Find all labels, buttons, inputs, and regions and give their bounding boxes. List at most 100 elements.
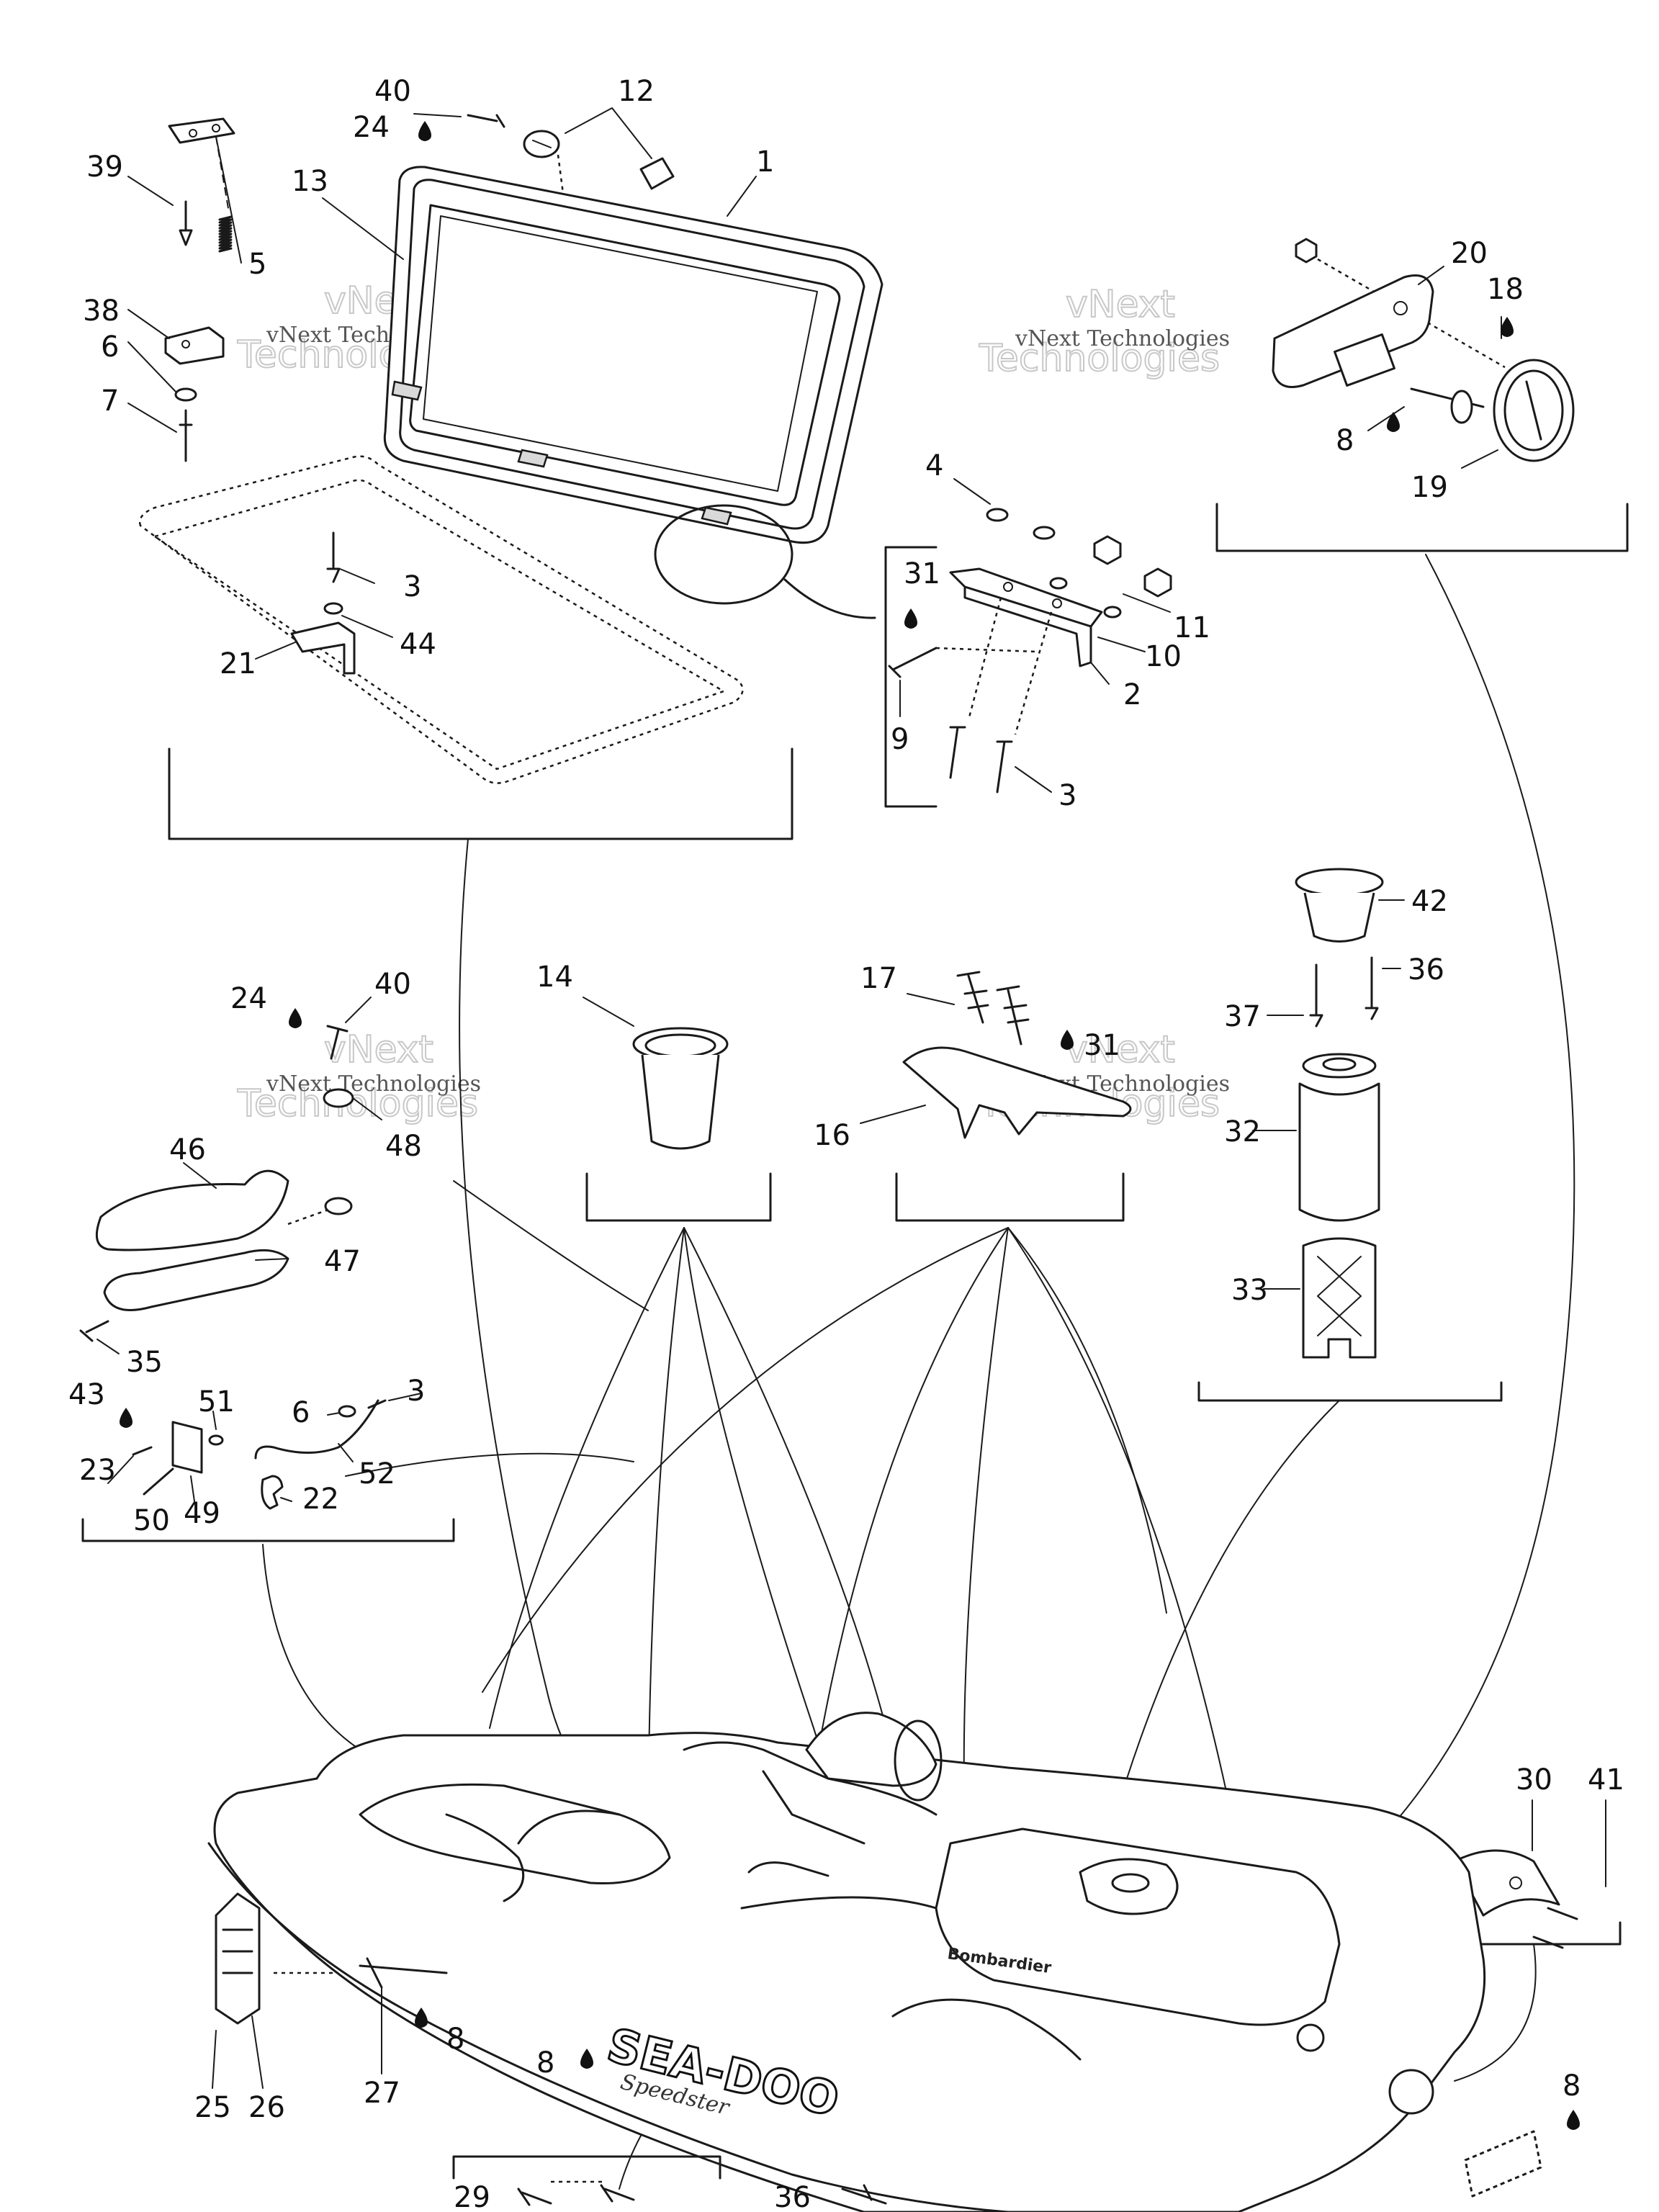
callout-26: 26 bbox=[248, 2091, 285, 2124]
leader bbox=[251, 2015, 264, 2089]
watermark-big: vNext bbox=[1066, 283, 1175, 326]
screw bbox=[79, 1320, 109, 1342]
storage-opening-inner bbox=[153, 479, 726, 770]
latch-group bbox=[1215, 238, 1629, 552]
nut bbox=[1093, 535, 1122, 565]
leader-curve bbox=[489, 1227, 685, 1729]
callout-2: 2 bbox=[1123, 678, 1141, 711]
rivet bbox=[841, 2184, 887, 2205]
leader bbox=[255, 642, 296, 660]
callout-22: 22 bbox=[302, 1483, 339, 1516]
callout-24: 24 bbox=[230, 982, 267, 1015]
callout-1: 1 bbox=[756, 145, 774, 179]
hull-fitting bbox=[1388, 2069, 1434, 2115]
rivet bbox=[949, 726, 966, 779]
callout-40: 40 bbox=[374, 75, 411, 108]
callout-13: 13 bbox=[292, 165, 328, 198]
leader bbox=[280, 1497, 292, 1502]
oil-drop-icon bbox=[1387, 412, 1400, 432]
decal-flame bbox=[891, 1998, 1082, 2061]
oil-drop-icon bbox=[904, 608, 917, 629]
washer bbox=[1049, 577, 1068, 590]
callout-35: 35 bbox=[126, 1346, 163, 1379]
leader bbox=[388, 1393, 422, 1401]
leader-curve bbox=[482, 1227, 1009, 1693]
callout-6: 6 bbox=[292, 1396, 310, 1429]
oil-drop-icon bbox=[1501, 317, 1514, 337]
washer bbox=[986, 508, 1009, 522]
leader bbox=[127, 341, 177, 393]
bow-eye bbox=[215, 1892, 261, 2025]
screw bbox=[600, 2184, 635, 2203]
storage-tube bbox=[1298, 1082, 1380, 1222]
detail-bracket bbox=[884, 546, 938, 808]
cup-holder-body bbox=[641, 1054, 720, 1150]
washer bbox=[208, 1434, 224, 1446]
callout-20: 20 bbox=[1451, 237, 1488, 270]
bottom-parts-group bbox=[452, 2155, 887, 2206]
hinge-bracket bbox=[164, 326, 225, 365]
callout-18: 18 bbox=[1487, 273, 1524, 306]
leader bbox=[327, 1412, 341, 1416]
callout-8: 8 bbox=[536, 2046, 554, 2080]
callout-25: 25 bbox=[194, 2091, 231, 2124]
leader-curve bbox=[806, 1227, 1009, 1822]
callout-44: 44 bbox=[400, 628, 436, 661]
detail-circle bbox=[654, 504, 793, 605]
bow-rivet bbox=[359, 1957, 448, 1989]
callout-3: 3 bbox=[1058, 779, 1076, 812]
tube-clamp bbox=[1453, 1849, 1560, 1917]
callout-17: 17 bbox=[860, 962, 897, 995]
callout-37: 37 bbox=[1224, 1000, 1261, 1033]
callout-7: 7 bbox=[101, 385, 119, 418]
group-bracket bbox=[1197, 1381, 1503, 1402]
tube-rivet bbox=[1364, 956, 1379, 1020]
grommet bbox=[323, 1088, 354, 1108]
cover-window bbox=[423, 215, 818, 492]
spring bbox=[218, 215, 233, 253]
seat-strap bbox=[95, 1169, 289, 1251]
callout-8: 8 bbox=[1336, 424, 1354, 457]
leader bbox=[583, 997, 634, 1027]
hinge-hole bbox=[189, 129, 197, 138]
callout-39: 39 bbox=[86, 150, 123, 184]
leader-curve bbox=[1007, 1227, 1167, 1614]
lock-slot bbox=[532, 140, 552, 148]
callout-16: 16 bbox=[814, 1119, 850, 1152]
screw bbox=[132, 1446, 153, 1456]
leader bbox=[127, 176, 174, 206]
leader bbox=[215, 136, 242, 264]
hinge-plate bbox=[168, 117, 235, 144]
screw bbox=[326, 1025, 349, 1060]
callout-labels: 1 2 3 3 3 4 5 6 6 7 8 8 8 8 9 10 11 12 1… bbox=[68, 75, 1624, 2212]
cover-seal bbox=[409, 204, 841, 506]
washer bbox=[338, 1405, 356, 1418]
callout-4: 4 bbox=[925, 449, 943, 482]
leader bbox=[1461, 449, 1498, 469]
leader-curve bbox=[1007, 1227, 1232, 1815]
rivet bbox=[179, 409, 193, 462]
lock-latch bbox=[639, 157, 675, 190]
hinge-hole bbox=[181, 340, 190, 349]
hinge-hole bbox=[1003, 582, 1013, 592]
liner-mesh bbox=[1317, 1256, 1362, 1336]
latch-washer bbox=[1450, 390, 1473, 424]
group-bracket bbox=[585, 1172, 772, 1222]
callout-10: 10 bbox=[1145, 640, 1182, 673]
cover-clip bbox=[391, 380, 423, 401]
leader-curve bbox=[1454, 1943, 1537, 2082]
leader bbox=[255, 1258, 289, 1261]
hinge-hole bbox=[212, 124, 220, 132]
callout-51: 51 bbox=[198, 1385, 235, 1419]
callout-32: 32 bbox=[1224, 1115, 1261, 1148]
callout-9: 9 bbox=[891, 723, 909, 756]
storage-opening bbox=[138, 455, 744, 784]
leader bbox=[212, 2030, 217, 2089]
watermark-big: Technologies bbox=[979, 337, 1220, 380]
callout-52: 52 bbox=[359, 1457, 395, 1491]
oil-drop-icon bbox=[415, 2008, 428, 2028]
leader bbox=[341, 615, 393, 638]
washer bbox=[1103, 606, 1122, 619]
leader bbox=[338, 1443, 354, 1462]
